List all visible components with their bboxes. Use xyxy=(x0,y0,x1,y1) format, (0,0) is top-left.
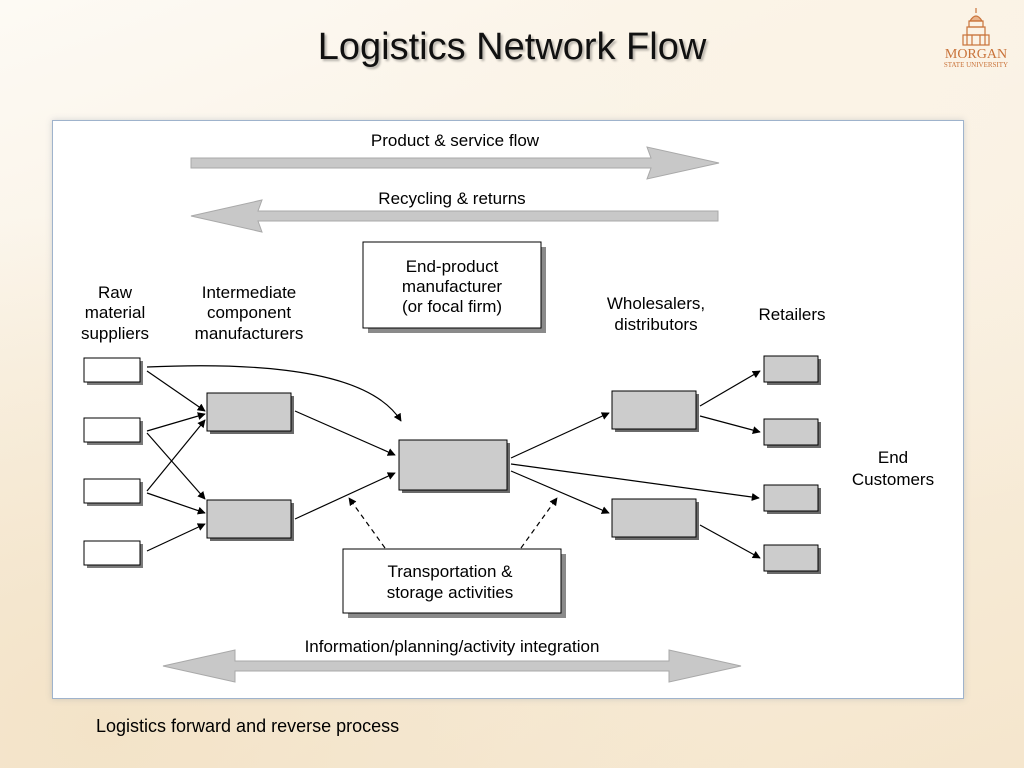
transport-label-2: storage activities xyxy=(387,583,514,602)
connector-arrow xyxy=(146,419,206,492)
intermediate-label-1: Intermediate xyxy=(202,283,297,302)
slide-caption: Logistics forward and reverse process xyxy=(96,716,400,736)
raw-supplier-box xyxy=(83,478,141,504)
retailer-box xyxy=(763,544,819,572)
connector-arrow xyxy=(699,524,761,559)
wholesalers-label-2: distributors xyxy=(614,315,697,334)
connector-arrow xyxy=(146,523,206,552)
retailer-box xyxy=(763,484,819,512)
connector-arrow xyxy=(510,463,760,501)
logo-subtitle: STATE UNIVERSITY xyxy=(944,61,1008,69)
wholesalers-label-1: Wholesalers, xyxy=(607,294,705,313)
intermediate-manufacturer-box xyxy=(206,499,292,539)
diagram-panel: Product & service flow Recycling & retur… xyxy=(52,120,964,699)
connector-arrow xyxy=(294,472,396,520)
network-diagram: Product & service flow Recycling & retur… xyxy=(81,131,934,683)
end-customers-label-1: End xyxy=(878,448,908,467)
connector-arrow xyxy=(294,410,396,456)
focal-firm-node xyxy=(398,439,508,491)
connector-arrow xyxy=(146,412,206,432)
product-flow-arrow xyxy=(190,146,720,180)
connector-arrow xyxy=(699,415,761,435)
retailer-box xyxy=(763,418,819,446)
wholesaler-box xyxy=(611,390,697,430)
university-logo: MORGAN STATE UNIVERSITY xyxy=(944,8,1008,69)
raw-supplier-box xyxy=(83,540,141,566)
intermediate-manufacturer-box xyxy=(206,392,292,432)
recycling-flow-label: Recycling & returns xyxy=(378,189,525,208)
information-flow-label: Information/planning/activity integratio… xyxy=(305,637,600,656)
recycling-flow-arrow xyxy=(190,199,719,233)
intermediate-label-2: component xyxy=(207,303,291,322)
connector-arrow xyxy=(146,365,402,422)
raw-supplier-box xyxy=(83,417,141,443)
connector-arrow xyxy=(146,370,206,412)
connector-arrow xyxy=(146,432,206,500)
transport-storage-box xyxy=(342,548,562,614)
retailer-box xyxy=(763,355,819,383)
connector-arrow xyxy=(699,370,761,407)
slide-title: Logistics Network Flow xyxy=(317,26,707,68)
focal-firm-label-3: (or focal firm) xyxy=(402,297,502,316)
end-customers-label-2: Customers xyxy=(852,470,934,489)
transport-label-1: Transportation & xyxy=(387,562,513,581)
retailers-label: Retailers xyxy=(758,305,825,324)
intermediate-label-3: manufacturers xyxy=(195,324,304,343)
connector-arrow xyxy=(146,492,206,515)
raw-suppliers-label-2: material xyxy=(85,303,145,322)
connector-arrow xyxy=(510,470,610,514)
building-dome-icon xyxy=(962,8,990,46)
raw-supplier-box xyxy=(83,357,141,383)
raw-suppliers-label-1: Raw xyxy=(98,283,133,302)
focal-firm-label-2: manufacturer xyxy=(402,277,502,296)
connector-arrow xyxy=(348,497,386,549)
focal-firm-label-1: End-product xyxy=(406,257,499,276)
raw-suppliers-label-3: suppliers xyxy=(81,324,149,343)
logo-name: MORGAN xyxy=(945,47,1007,62)
focal-firm-box xyxy=(362,241,542,329)
connector-arrow xyxy=(510,412,610,459)
product-flow-label: Product & service flow xyxy=(371,131,540,150)
information-flow-arrow xyxy=(162,649,742,683)
wholesaler-box xyxy=(611,498,697,538)
connector-arrow xyxy=(520,497,558,549)
